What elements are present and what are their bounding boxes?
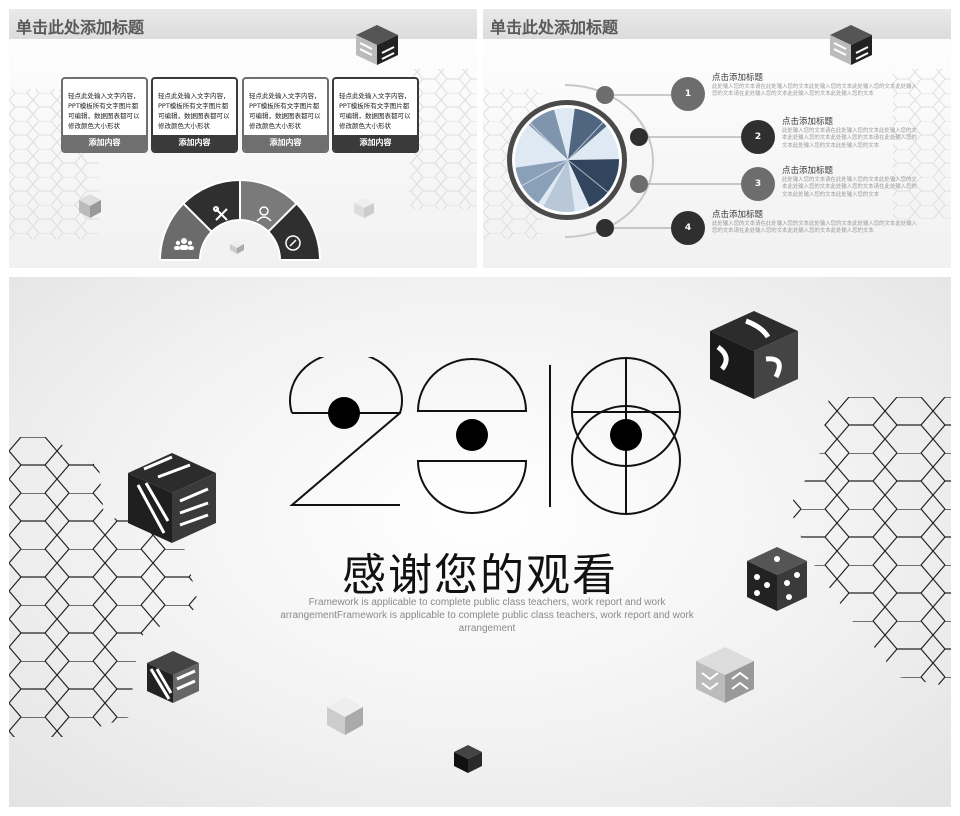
small-dark-cube-icon — [454, 745, 482, 773]
hexagon-cluster-left — [9, 437, 199, 737]
list-item[interactable]: 点击添加标题 此处输入您的文本请在此处输入您的文本此处输入您的文本此处输入您的文… — [712, 73, 917, 99]
step-badge: 1 — [671, 77, 705, 111]
content-card[interactable]: 轻点此处输入文字内容，PPT模板所有文字图片都可编辑，数据图表都可以修改颜色大小… — [151, 77, 238, 153]
item-title[interactable]: 点击添加标题 — [782, 117, 834, 127]
triangle-pattern-cube-icon — [128, 453, 216, 543]
step-badge: 4 — [671, 211, 705, 245]
hexagon-cluster-right — [789, 397, 951, 687]
dotted-cube-icon — [747, 547, 807, 611]
title-bar — [9, 9, 477, 39]
item-title[interactable]: 点击添加标题 — [712, 210, 764, 220]
item-text: 此处输入您的文本请在此处输入您的文本此处输入您的文本此处输入您的文本此处输入您的… — [782, 128, 917, 149]
slide-title[interactable]: 单击此处添加标题 — [490, 18, 619, 37]
list-item[interactable]: 点击添加标题 此处输入您的文本请在此处输入您的文本此处输入您的文本此处输入您的文… — [712, 210, 917, 236]
skyscraper-photo — [507, 100, 627, 220]
slide-3[interactable]: 感谢您的观看 Framework is applicable to comple… — [9, 277, 951, 807]
striped-cube-icon — [147, 651, 199, 703]
content-card[interactable]: 轻点此处输入文字内容，PPT模板所有文字图片都可编辑，数据图表都可以修改颜色大小… — [332, 77, 419, 153]
item-text: 此处输入您的文本请在此处输入您的文本此处输入您的文本此处输入您的文本此处输入您的… — [712, 84, 917, 98]
step-badge: 2 — [741, 120, 775, 154]
pattern-cube-icon — [830, 25, 872, 65]
list-item[interactable]: 点击添加标题 此处输入您的文本请在此处输入您的文本此处输入您的文本此处输入您的文… — [782, 117, 917, 150]
team-icon — [174, 238, 194, 250]
pattern-cube-icon — [356, 25, 398, 65]
arc-diagram — [159, 179, 321, 261]
content-card[interactable]: 轻点此处输入文字内容，PPT模板所有文字图片都可编辑，数据图表都可以修改颜色大小… — [242, 77, 329, 153]
title-bar — [483, 9, 951, 39]
list-item[interactable]: 点击添加标题 此处输入您的文本请在此处输入您的文本此处输入您的文本此处输入您的文… — [782, 166, 917, 199]
card-text: 轻点此处输入文字内容，PPT模板所有文字图片都可编辑，数据图表都可以修改颜色大小… — [158, 92, 230, 130]
card-footer[interactable]: 添加内容 — [334, 135, 417, 151]
step-badge: 3 — [741, 167, 775, 201]
tools-icon — [213, 206, 228, 221]
item-text: 此处输入您的文本请在此处输入您的文本此处输入您的文本此处输入您的文本此处输入您的… — [782, 177, 917, 198]
item-title[interactable]: 点击添加标题 — [712, 73, 764, 83]
card-footer[interactable]: 添加内容 — [63, 135, 146, 151]
arc-segment-compass — [266, 201, 321, 261]
subtitle-text[interactable]: Framework is applicable to complete publ… — [280, 597, 694, 634]
content-card[interactable]: 轻点此处输入文字内容，PPT模板所有文字图片都可编辑，数据图表都可以修改颜色大小… — [61, 77, 148, 153]
small-cube-icon — [327, 697, 363, 735]
connector-lines — [564, 84, 741, 238]
year-2018-graphic — [289, 357, 681, 515]
slide-1[interactable]: 单击此处添加标题 轻点此处输入文字内容，PPT模板所有文字图片都可编辑，数据图表… — [9, 9, 477, 268]
card-text: 轻点此处输入文字内容，PPT模板所有文字图片都可编辑，数据图表都可以修改颜色大小… — [68, 92, 140, 130]
compass-icon — [285, 235, 301, 251]
card-text: 轻点此处输入文字内容，PPT模板所有文字图片都可编辑，数据图表都可以修改颜色大小… — [339, 92, 411, 130]
swirl-cube-icon — [710, 311, 798, 399]
thanks-heading[interactable]: 感谢您的观看 — [342, 550, 618, 601]
slide-2[interactable]: 单击此处添加标题 1 2 3 4 — [483, 9, 951, 268]
card-text: 轻点此处输入文字内容，PPT模板所有文字图片都可编辑，数据图表都可以修改颜色大小… — [249, 92, 321, 130]
small-cube-icon — [79, 194, 101, 218]
chevron-cube-icon — [696, 647, 754, 703]
item-text: 此处输入您的文本请在此处输入您的文本此处输入您的文本此处输入您的文本此处输入您的… — [712, 221, 917, 235]
card-footer[interactable]: 添加内容 — [244, 135, 327, 151]
card-footer[interactable]: 添加内容 — [153, 135, 236, 151]
person-icon — [256, 206, 272, 222]
slide-title[interactable]: 单击此处添加标题 — [16, 18, 145, 37]
item-title[interactable]: 点击添加标题 — [782, 166, 834, 176]
small-cube-icon — [354, 198, 374, 218]
small-cube-icon — [230, 240, 244, 254]
